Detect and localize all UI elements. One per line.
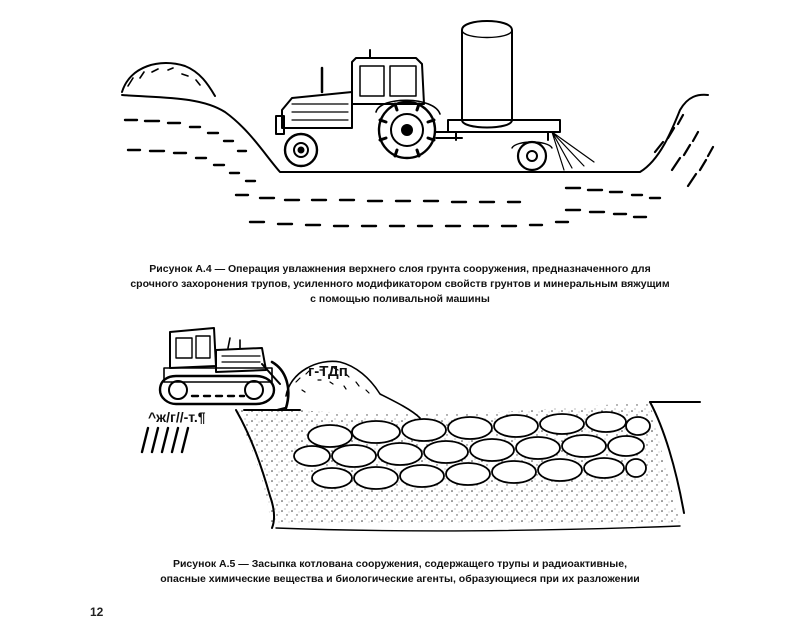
water-tank <box>447 20 561 172</box>
bulldozer <box>158 327 290 412</box>
label-soil-text: г-ТДп <box>308 363 348 380</box>
caption-line: опасные химические вещества и биологичес… <box>160 573 640 585</box>
figure-a4-illustration <box>121 20 715 228</box>
soil-strata-dashes <box>123 118 662 228</box>
figure-a5-illustration: г-ТДп ^ж/г//-т.¶ <box>140 327 701 532</box>
figure-a4-caption: Рисунок А.4 — Операция увлажнения верхне… <box>100 262 700 307</box>
crawler-track <box>158 374 276 406</box>
tractor <box>275 49 441 168</box>
caption-line: срочного захоронения трупов, усиленного … <box>130 278 670 290</box>
caption-line: Рисунок А.5 — Засыпка котлована сооружен… <box>172 558 628 570</box>
dozer-blade <box>270 360 290 412</box>
pit-outline <box>235 409 275 529</box>
ground-hatch <box>140 426 190 454</box>
spoil-mound-left <box>121 62 216 97</box>
stones-fill <box>293 411 651 490</box>
ground-surface <box>121 93 709 173</box>
label-ground-text: ^ж/г//-т.¶ <box>148 409 206 425</box>
caption-line: Рисунок А.4 — Операция увлажнения верхне… <box>149 263 651 275</box>
figure-a5-caption: Рисунок А.5 — Засыпка котлована сооружен… <box>100 557 700 587</box>
water-spray <box>551 131 595 171</box>
caption-line: с помощью поливальной машины <box>310 293 490 305</box>
page-number: 12 <box>90 605 104 619</box>
spoil-heap <box>285 360 421 419</box>
